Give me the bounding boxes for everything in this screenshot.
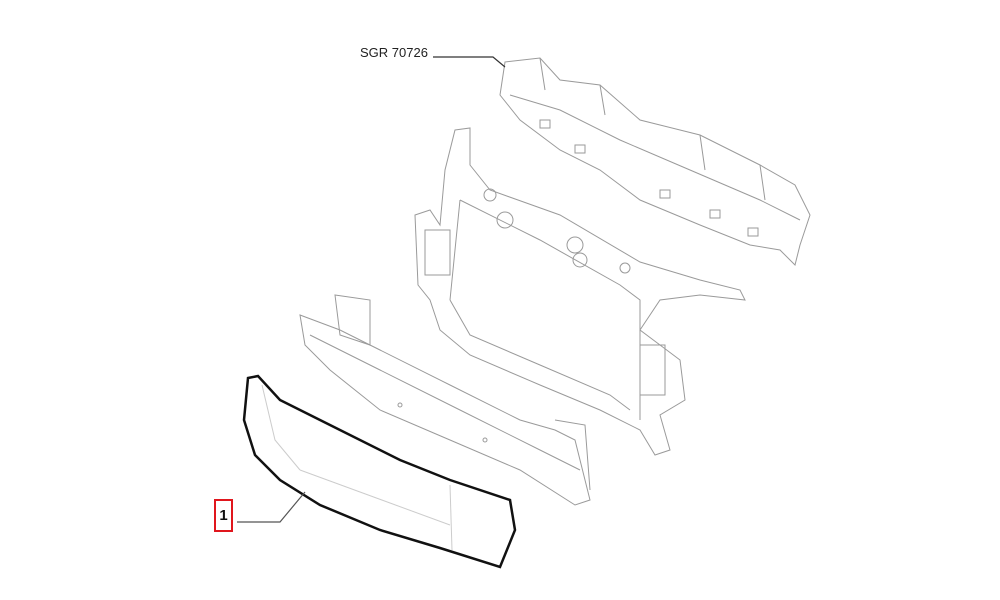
upper-energy-absorber — [499, 57, 811, 266]
bumper-reinforcement-beam — [299, 294, 591, 506]
callout-number: 1 — [219, 507, 228, 524]
callout-leader-line — [237, 491, 306, 523]
part-callout-1[interactable]: 1 — [214, 499, 233, 532]
front-end-carrier — [414, 127, 746, 456]
front-energy-absorber — [242, 374, 517, 569]
reference-label: SGR 70726 — [360, 45, 428, 60]
reference-leader-line — [433, 56, 506, 68]
